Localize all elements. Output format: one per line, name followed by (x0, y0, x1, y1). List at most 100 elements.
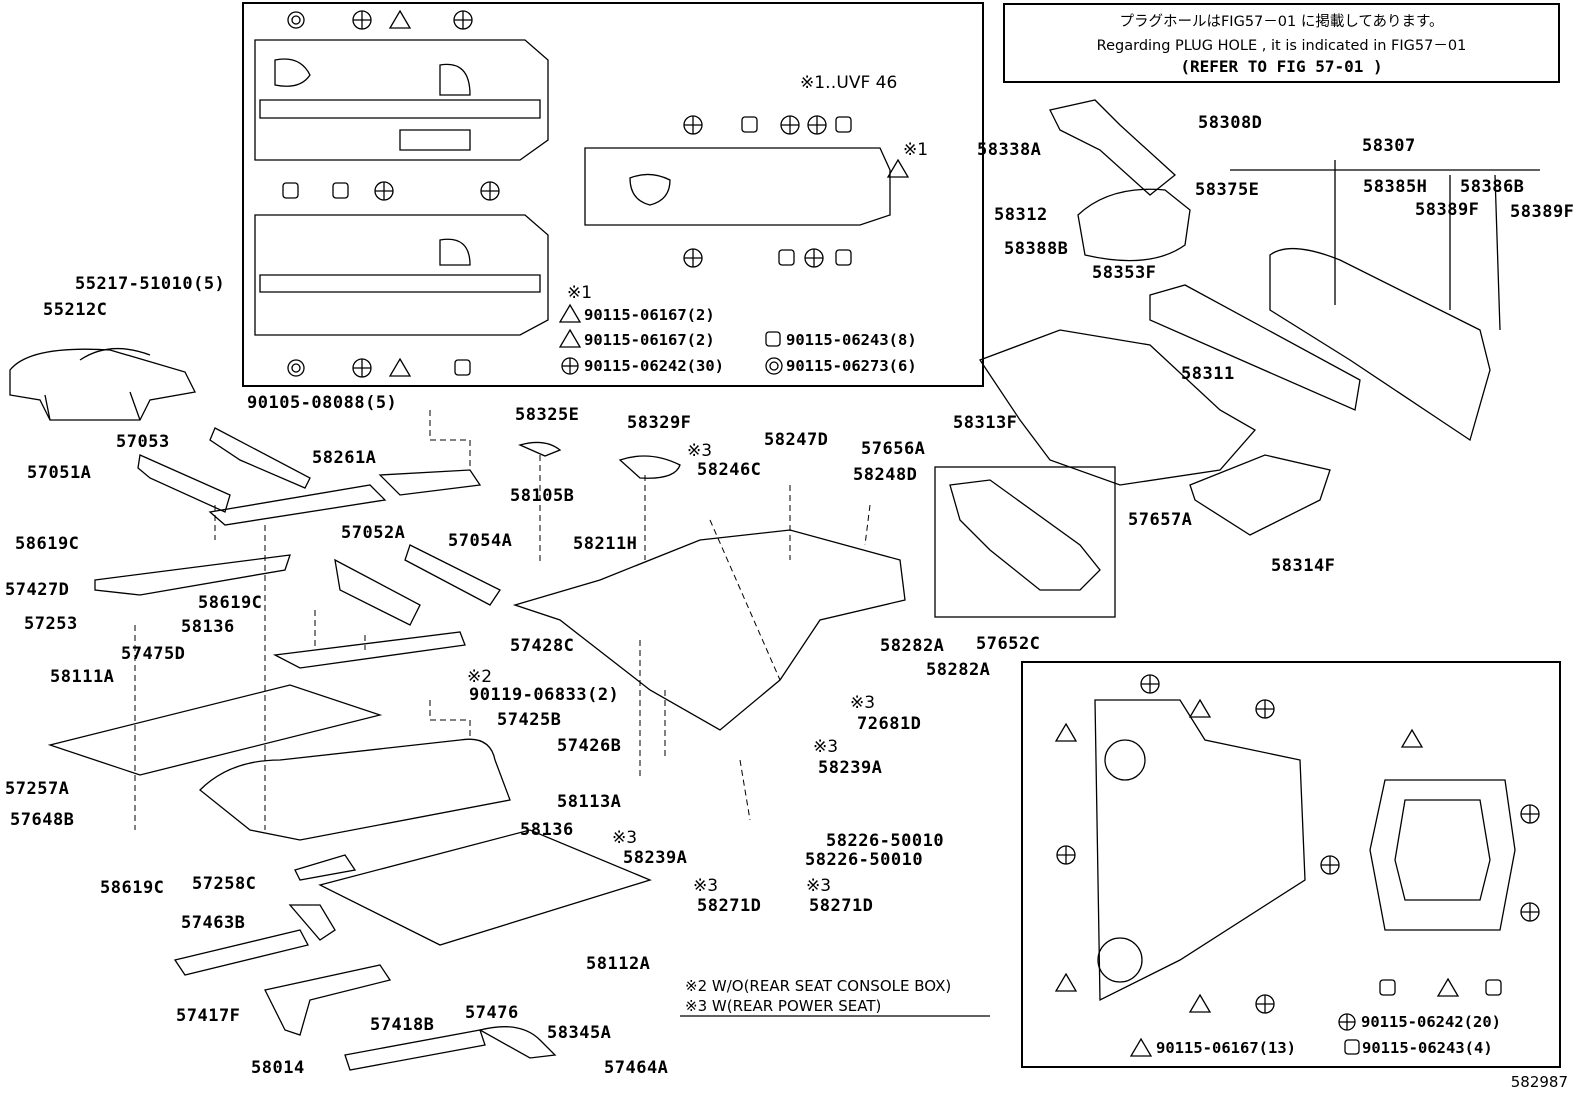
part-57428c (272, 631, 466, 669)
part-58311 (979, 329, 1257, 486)
mark-3: ※3 (693, 876, 719, 896)
inset-floor-upper (254, 9, 549, 201)
mark-3: ※3 (813, 737, 839, 757)
part-label: 55212C (43, 300, 108, 320)
part-label: 57054A (448, 531, 513, 551)
plug-note-line2: Regarding PLUG HOLE , it is indicated in… (1096, 38, 1467, 54)
part-57652c (949, 479, 1101, 591)
part-label: 58271D (697, 896, 762, 916)
part-label: 58112A (586, 954, 651, 974)
part-57463b (288, 904, 336, 941)
part-58314f (1189, 454, 1331, 536)
part-label: 58338A (977, 140, 1042, 160)
part-label: 57656A (861, 439, 926, 459)
part-57418b (344, 1029, 486, 1071)
part-label: 57052A (341, 523, 406, 543)
part-58014 (264, 964, 392, 1036)
part-57054a (404, 544, 501, 606)
part-label: 58246C (697, 460, 762, 480)
part-58111a (47, 684, 383, 776)
part-label: 58261A (312, 448, 377, 468)
part-label: 57258C (192, 874, 257, 894)
part-label: 58136 (520, 820, 574, 840)
part-label: 72681D (857, 714, 922, 734)
part-58312 (1077, 188, 1191, 262)
uvf-note: ※1‥UVF 46 (800, 73, 898, 93)
part-label: 58311 (1181, 364, 1235, 384)
part-label: 55217-51010(5) (75, 274, 226, 294)
part-58261a (208, 484, 387, 526)
legend-item: 90115-06273(6) (786, 357, 917, 375)
legend-item: 90115-06242(30) (584, 357, 724, 375)
part-label: 58312 (994, 205, 1048, 225)
part-label: 58248D (853, 465, 918, 485)
part-label: 57648B (10, 810, 75, 830)
part-label: 57463B (181, 913, 246, 933)
part-label: 58226-50010 (805, 850, 924, 870)
part-57258c (294, 854, 357, 881)
part-58211h (512, 529, 906, 731)
part-label: 58271D (809, 896, 874, 916)
part-label: 58247D (764, 430, 829, 450)
plug-hole-note: プラグホールはFIG57－01 に掲載してあります。 Regarding PLU… (1003, 3, 1560, 83)
part-label: 58307 (1362, 136, 1416, 156)
part-label: 58386B (1460, 177, 1525, 197)
part-label: 57426B (557, 736, 622, 756)
part-58308d (1049, 99, 1177, 196)
part-label: 57428C (510, 636, 575, 656)
part-label: 58105B (510, 486, 575, 506)
part-label: 57257A (5, 779, 70, 799)
inset-floor-lower (254, 214, 549, 378)
part-label: 57464A (604, 1058, 669, 1078)
part-label: 58385H (1363, 177, 1428, 197)
mark-1-uvf: ※1 (903, 140, 929, 160)
part-label: 58014 (251, 1058, 305, 1078)
part-label: 90105-08088(5) (247, 393, 398, 413)
part-label: 58239A (623, 848, 688, 868)
part-label: 58111A (50, 667, 115, 687)
figure-number: 582987 (1510, 1073, 1568, 1091)
part-label: 58113A (557, 792, 622, 812)
inset-rear-panel (1094, 699, 1516, 1002)
part-label: 58136 (181, 617, 235, 637)
mark-3: ※3 (850, 693, 876, 713)
part-label: 58345A (547, 1023, 612, 1043)
part-label: 58353F (1092, 263, 1157, 283)
part-57464a (478, 1026, 557, 1059)
note-3: ※3 W(REAR POWER SEAT) (685, 997, 882, 1015)
part-label: 58389F (1415, 200, 1480, 220)
mark-3: ※3 (806, 876, 832, 896)
part-label: 58313F (953, 413, 1018, 433)
part-label: 57051A (27, 463, 92, 483)
legend-item: 90115-06167(2) (584, 306, 715, 324)
plug-note-line1: プラグホールはFIG57－01 に掲載してあります。 (1119, 14, 1444, 30)
part-label: 90119-06833(2) (469, 685, 620, 705)
inset-floor-uvf (584, 115, 910, 268)
part-label: 57427D (5, 580, 70, 600)
part-label: 57652C (976, 634, 1041, 654)
legend-item: 90115-06243(4) (1362, 1039, 1493, 1057)
part-58375e (1149, 284, 1361, 411)
part-label: 58314F (1271, 556, 1336, 576)
part-58105b (378, 469, 482, 496)
mark-3: ※3 (612, 828, 638, 848)
part-57053 (209, 427, 311, 489)
legend-item: 90115-06167(13) (1156, 1039, 1296, 1057)
part-label: 57476 (465, 1003, 519, 1023)
mark-3: ※3 (687, 441, 713, 461)
part-label: 58239A (818, 758, 883, 778)
part-label: 58325E (515, 405, 580, 425)
part-label: 58211H (573, 534, 638, 554)
part-label: 58329F (627, 413, 692, 433)
part-label: 57425B (497, 710, 562, 730)
part-label: 58619C (198, 593, 263, 613)
plug-note-line3: (REFER TO FIG 57-01 ) (1180, 57, 1383, 76)
legend-item: 90115-06243(8) (786, 331, 917, 349)
part-label: 57053 (116, 432, 170, 452)
mark-1-legend: ※1 (567, 283, 593, 303)
part-label: 58388B (1004, 239, 1069, 259)
legend-item: 90115-06167(2) (584, 331, 715, 349)
part-label: 58619C (15, 534, 80, 554)
part-label: 57657A (1128, 510, 1193, 530)
